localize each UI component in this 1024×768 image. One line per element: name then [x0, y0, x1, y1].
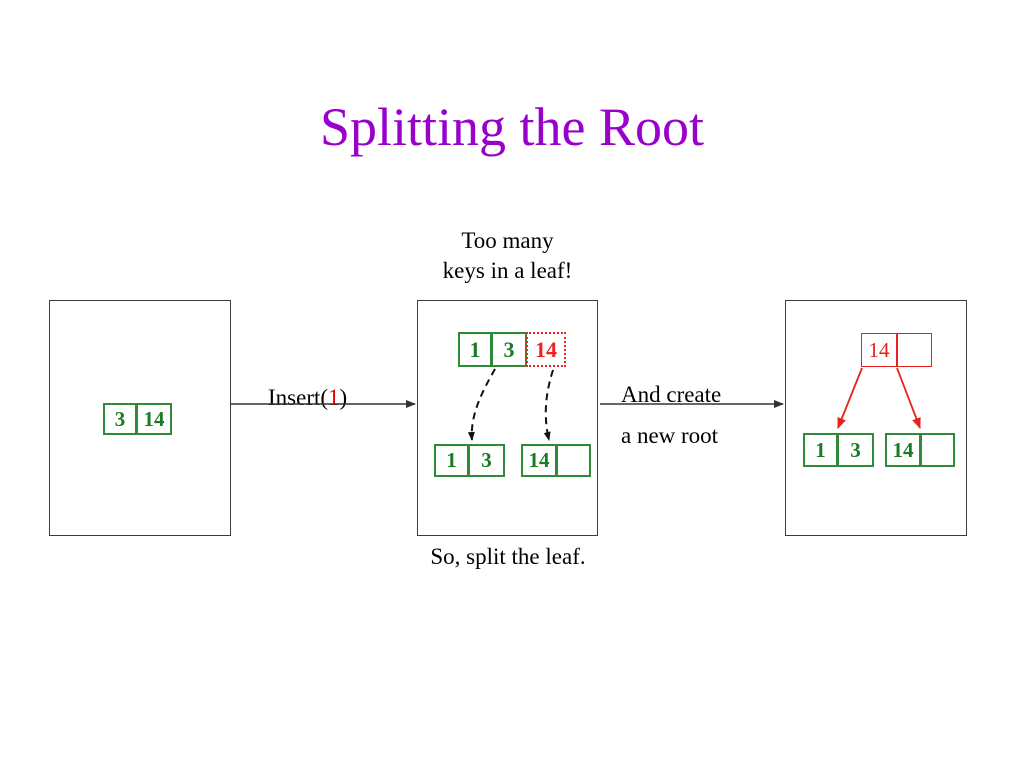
label-split-the-leaf: So, split the leaf. [430, 544, 586, 569]
insert-key-value: 1 [328, 385, 340, 410]
insert-prefix-text: Insert( [268, 385, 329, 410]
panel-overflow-and-split [417, 300, 598, 536]
node-cell-key: 1 [803, 433, 838, 467]
node-cell-key: 3 [492, 332, 527, 367]
node-cell-key: 1 [458, 332, 492, 367]
node-cell-key: 14 [885, 433, 921, 467]
btree-node-right-left-leaf: 1 3 [803, 433, 874, 467]
node-cell-key: 3 [838, 433, 874, 467]
node-cell-key-overflow: 14 [526, 332, 566, 367]
node-cell-empty [557, 444, 591, 477]
panel-before-insert [49, 300, 231, 536]
label-insert-operation: Insert(1) [268, 383, 347, 413]
node-cell-key: 3 [103, 403, 137, 435]
btree-node-left-leaf: 3 14 [103, 403, 172, 435]
node-cell-empty [897, 333, 932, 367]
btree-node-overflow-leaf: 1 3 14 [458, 332, 566, 367]
node-cell-key: 1 [434, 444, 469, 477]
panel-after-new-root [785, 300, 967, 536]
node-cell-key: 14 [137, 403, 172, 435]
node-cell-key: 3 [469, 444, 505, 477]
page-title: Splitting the Root [319, 97, 705, 157]
insert-suffix-text: ) [339, 385, 348, 410]
node-cell-empty [921, 433, 955, 467]
label-and-create-line2: a new root [621, 423, 719, 448]
btree-node-split-right-leaf: 14 [521, 444, 591, 477]
label-and-create-line1: And create [621, 382, 722, 407]
btree-node-split-left-leaf: 1 3 [434, 444, 505, 477]
btree-node-right-right-leaf: 14 [885, 433, 955, 467]
label-too-many-keys-line2: keys in a leaf! [442, 258, 573, 283]
node-cell-key: 14 [861, 333, 897, 367]
label-too-many-keys-line1: Too many [461, 228, 554, 253]
btree-node-new-root: 14 [861, 333, 932, 367]
node-cell-key: 14 [521, 444, 557, 477]
